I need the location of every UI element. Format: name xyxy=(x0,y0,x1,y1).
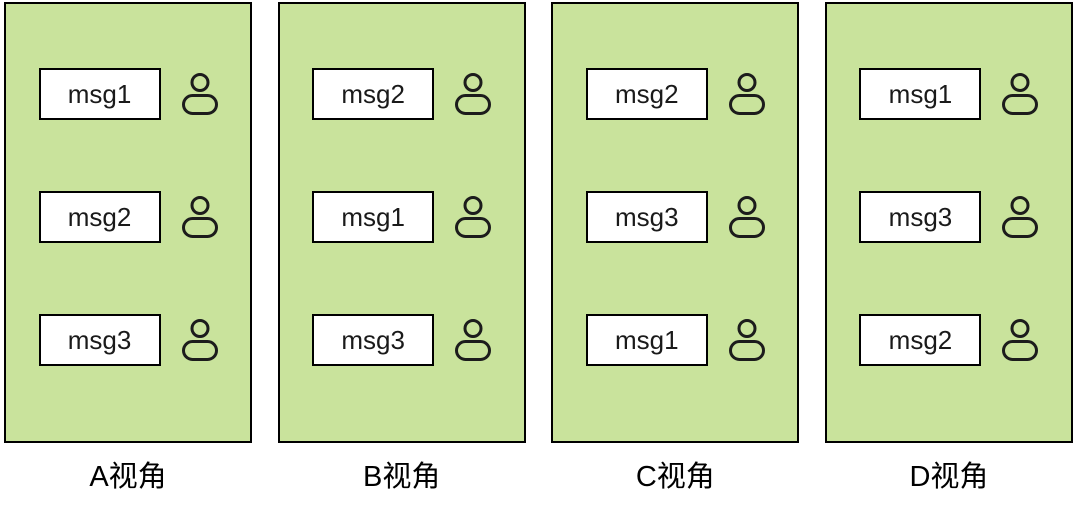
message-label: msg3 xyxy=(341,324,405,355)
message-box: msg1 xyxy=(312,191,435,243)
perspective-column-a: msg1 msg2 msg3 A视角 xyxy=(4,2,252,513)
panel-label-a: A视角 xyxy=(89,461,167,493)
person-icon xyxy=(181,195,218,239)
message-box: msg1 xyxy=(859,68,982,120)
message-label: msg3 xyxy=(888,201,953,232)
message-label: msg1 xyxy=(615,324,679,355)
message-box: msg3 xyxy=(312,314,435,366)
message-row: msg1 xyxy=(585,314,765,366)
perspective-column-c: msg2 msg3 msg1 C视角 xyxy=(551,2,800,513)
panel-a: msg1 msg2 msg3 xyxy=(4,2,252,443)
message-box: msg1 xyxy=(38,68,161,120)
panel-label-b: B视角 xyxy=(362,461,441,493)
message-label: msg1 xyxy=(67,78,132,109)
message-box: msg1 xyxy=(585,314,708,366)
message-row: msg3 xyxy=(312,314,492,366)
message-box: msg2 xyxy=(38,191,161,243)
perspective-column-d: msg1 msg3 msg2 D视角 xyxy=(824,2,1073,513)
message-box: msg2 xyxy=(859,314,982,366)
message-row: msg1 xyxy=(312,191,492,243)
panel-c: msg2 msg3 msg1 xyxy=(551,2,800,443)
person-icon xyxy=(728,318,765,362)
message-row: msg3 xyxy=(38,314,218,366)
message-row: msg2 xyxy=(585,68,765,120)
message-row: msg1 xyxy=(38,68,218,120)
message-label: msg2 xyxy=(341,78,405,109)
perspective-column-b: msg2 msg1 msg3 B视角 xyxy=(277,2,526,513)
message-label: msg2 xyxy=(615,78,679,109)
person-icon xyxy=(1002,72,1039,116)
panel-label-c: C视角 xyxy=(635,461,715,493)
message-box: msg2 xyxy=(312,68,435,120)
message-label: msg1 xyxy=(888,78,953,109)
message-label: msg3 xyxy=(67,324,132,355)
person-icon xyxy=(455,72,492,116)
person-icon xyxy=(728,72,765,116)
person-icon xyxy=(455,195,492,239)
message-row: msg2 xyxy=(38,191,218,243)
message-label: msg2 xyxy=(67,201,132,232)
person-icon xyxy=(181,318,218,362)
message-label: msg3 xyxy=(615,201,679,232)
person-icon xyxy=(1002,318,1039,362)
message-box: msg3 xyxy=(585,191,708,243)
panel-d: msg1 msg3 msg2 xyxy=(824,2,1073,443)
message-box: msg2 xyxy=(585,68,708,120)
message-row: msg3 xyxy=(585,191,765,243)
panel-b: msg2 msg1 msg3 xyxy=(277,2,526,443)
message-row: msg2 xyxy=(312,68,492,120)
message-row: msg2 xyxy=(859,314,1039,366)
person-icon xyxy=(1002,195,1039,239)
person-icon xyxy=(455,318,492,362)
message-row: msg3 xyxy=(859,191,1039,243)
message-label: msg2 xyxy=(888,324,953,355)
person-icon xyxy=(181,72,218,116)
message-box: msg3 xyxy=(38,314,161,366)
message-label: msg1 xyxy=(341,201,405,232)
message-box: msg3 xyxy=(859,191,982,243)
panel-label-d: D视角 xyxy=(909,461,989,493)
message-row: msg1 xyxy=(859,68,1039,120)
person-icon xyxy=(728,195,765,239)
